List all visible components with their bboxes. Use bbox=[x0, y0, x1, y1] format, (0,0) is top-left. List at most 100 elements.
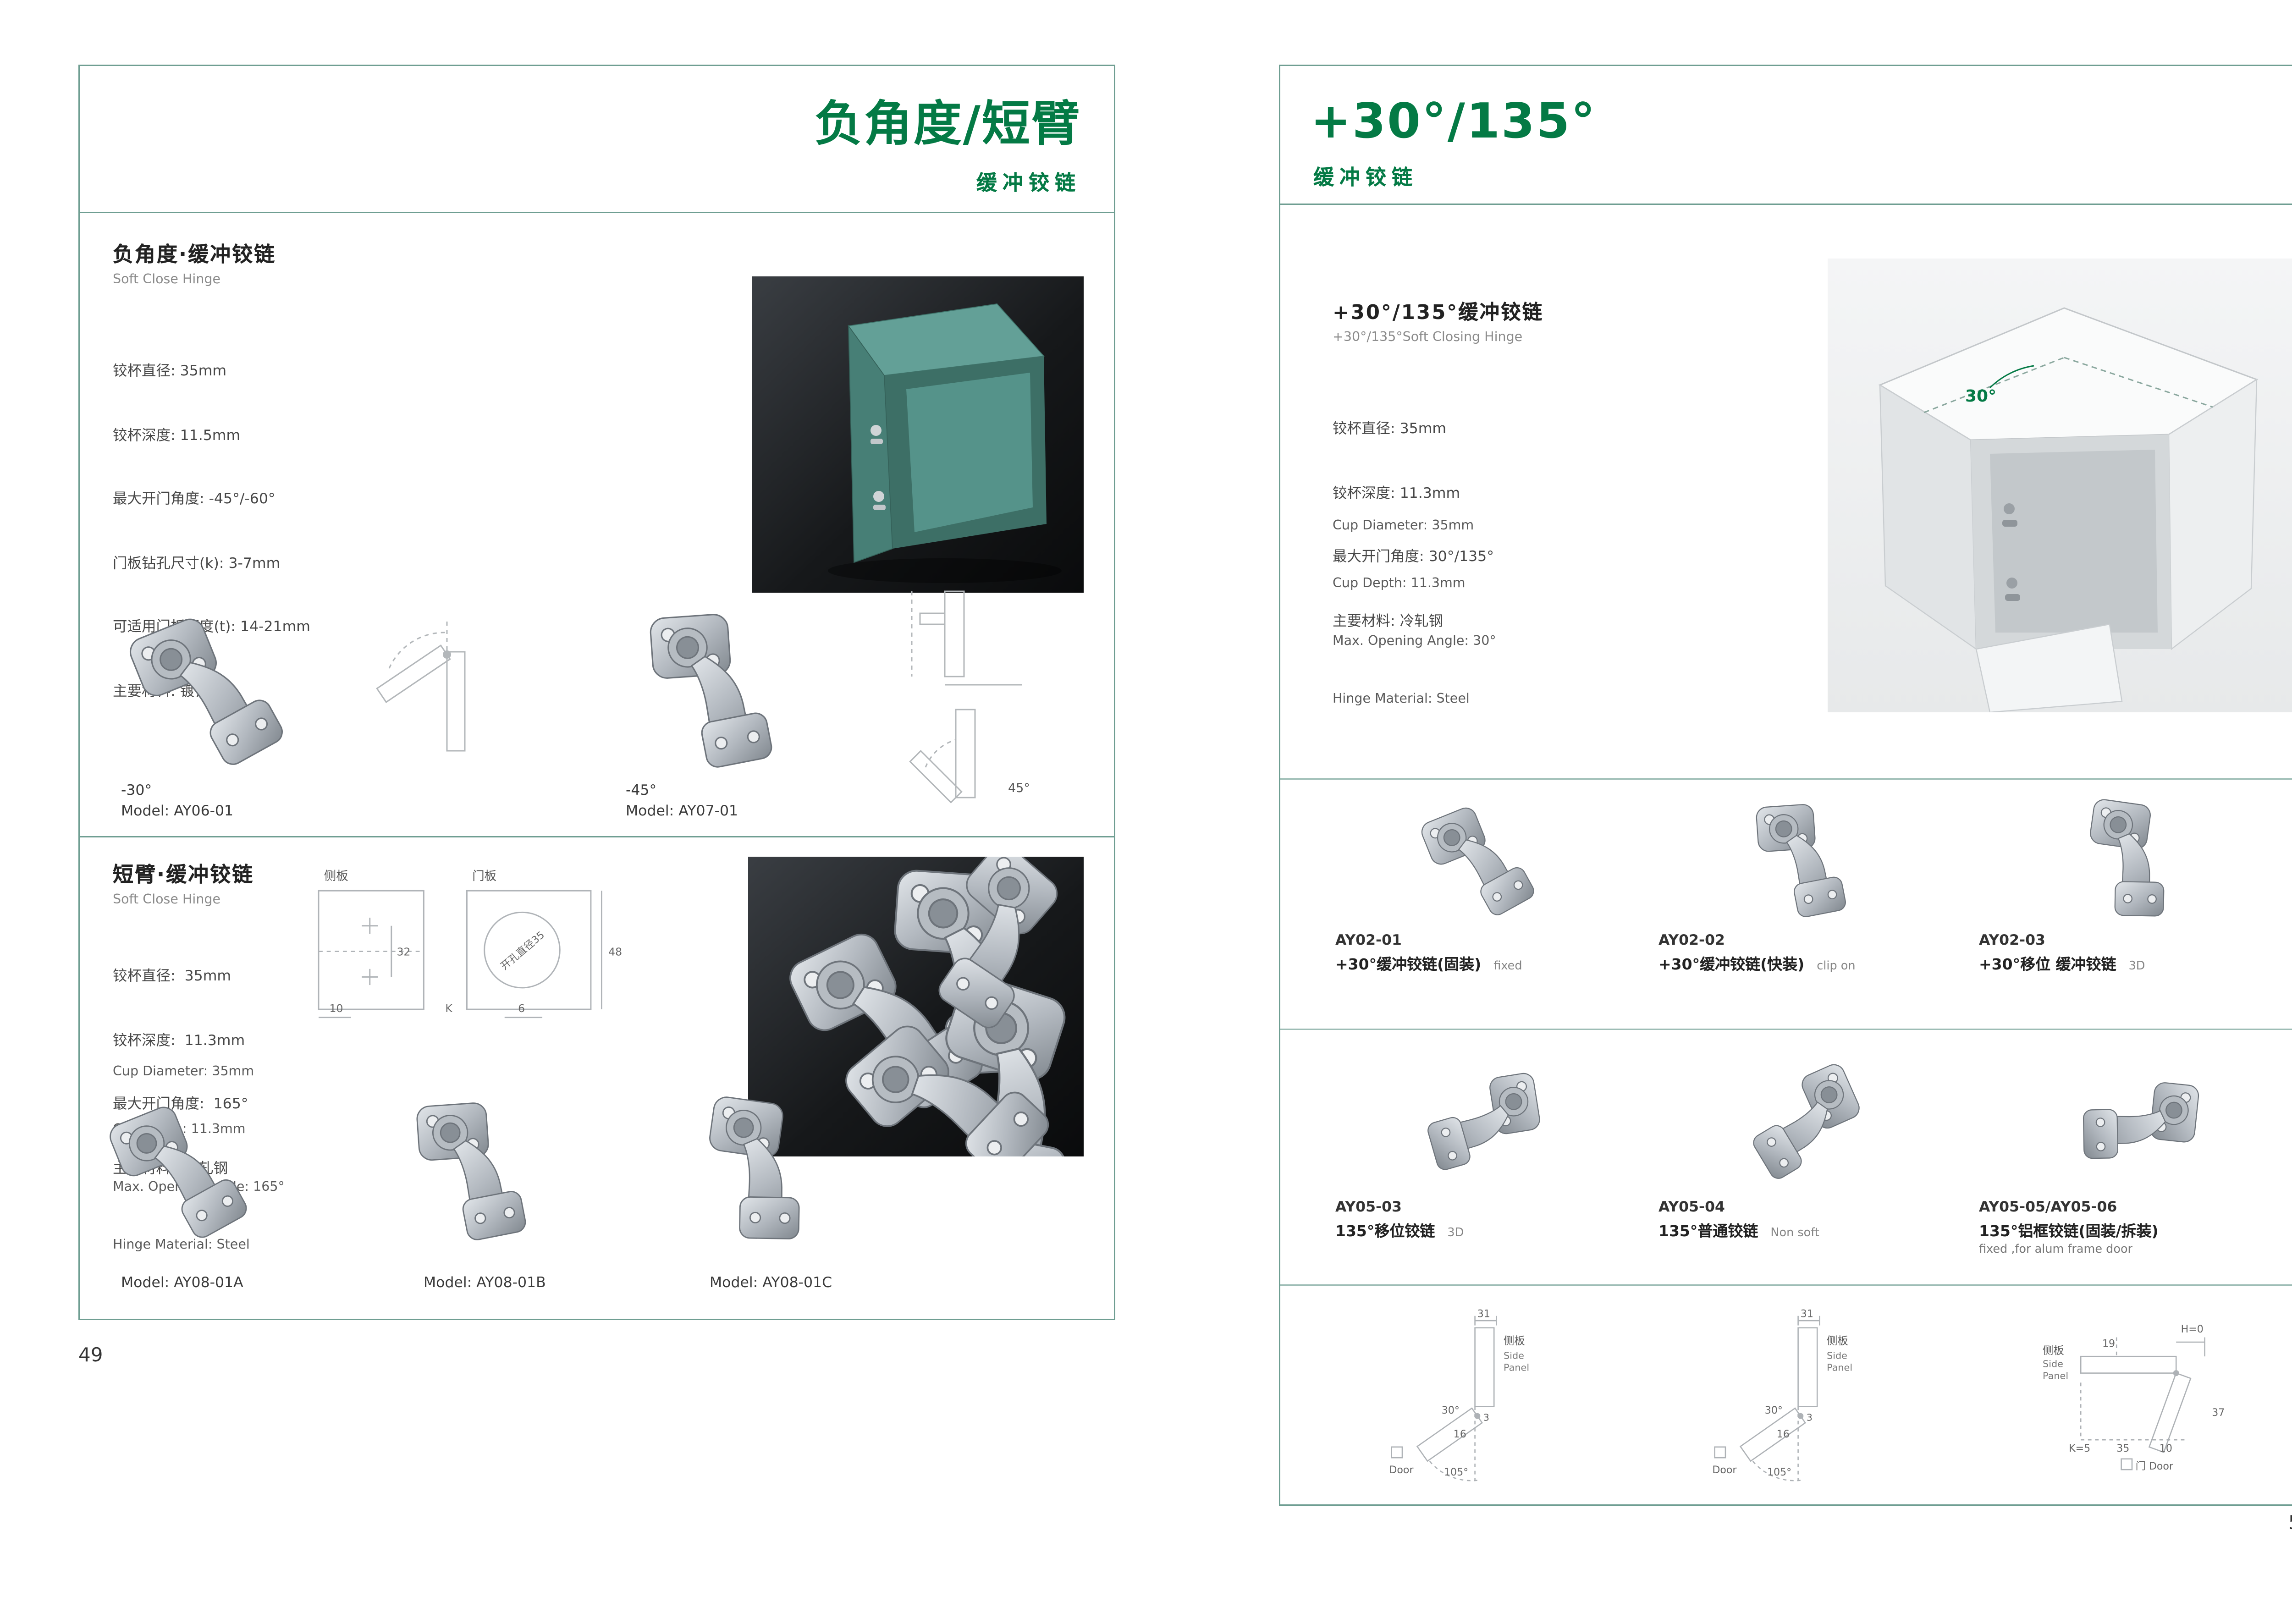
intro-heading: +30°/135°缓冲铰链 +30°/135°Soft Closing Hing… bbox=[1333, 297, 1543, 345]
intro-specs-en: Cup Diameter: 35mm Cup Depth: 11.3mm Max… bbox=[1333, 479, 1496, 748]
spec-line: 最大开门角度: -45°/-60° bbox=[113, 491, 275, 507]
dim-37: 37 bbox=[2212, 1407, 2225, 1419]
side-panel-label: 侧板 bbox=[1827, 1334, 1848, 1347]
dim-3: 3 bbox=[1807, 1412, 1813, 1423]
hinge-photo-ay02-02 bbox=[1658, 798, 1954, 924]
product-tag: clip on bbox=[1817, 960, 1856, 974]
dim-31: 31 bbox=[1801, 1308, 1813, 1320]
spec-line: 铰杯直径: 35mm bbox=[1333, 421, 1447, 437]
product-label-ay07: -45° Model: AY07-01 bbox=[626, 781, 738, 822]
page-subtitle: 缓冲铰链 bbox=[976, 171, 1081, 195]
page-number-50: 50 bbox=[2288, 1513, 2292, 1535]
hinge-photo-ay05-03 bbox=[1335, 1064, 1631, 1191]
hinge-photo-ay02-03 bbox=[1979, 798, 2288, 924]
product-model: AY02-01 bbox=[1335, 932, 1402, 949]
dim-10: 10 bbox=[2160, 1442, 2172, 1454]
hinge-photo-ay08a bbox=[96, 1095, 275, 1249]
product-name-text: 135°普通铰链 bbox=[1658, 1222, 1758, 1240]
dim-31: 31 bbox=[1477, 1308, 1490, 1320]
side-panel-label: 侧板 bbox=[1504, 1334, 1525, 1347]
spec-line: Hinge Material: Steel bbox=[1333, 692, 1470, 707]
dim-105deg: 105° bbox=[1444, 1466, 1468, 1478]
product-name: +30°移位 缓冲铰链 3D bbox=[1979, 953, 2288, 975]
section2-title: 短臂·缓冲铰链 bbox=[113, 862, 254, 887]
product-name-text: +30°移位 缓冲铰链 bbox=[1979, 956, 2116, 974]
dim-48: 48 bbox=[608, 945, 622, 958]
product-model-ay08a: Model: AY08-01A bbox=[121, 1275, 243, 1291]
dim-32: 32 bbox=[397, 945, 411, 958]
side-panel-label: 侧板 bbox=[2043, 1344, 2064, 1357]
product-name-text: 135°铝框铰链(固装/拆装) bbox=[1979, 1222, 2159, 1240]
header-divider bbox=[80, 212, 1114, 213]
dim-3: 3 bbox=[1483, 1412, 1489, 1423]
page-title: +30°/135° bbox=[1311, 95, 1597, 150]
hinge-group-photo bbox=[748, 857, 1084, 1156]
section1-heading: 负角度·缓冲铰链 Soft Close Hinge bbox=[113, 239, 276, 287]
product-model: AY05-05/AY05-06 bbox=[1979, 1199, 2117, 1216]
door-label: 门 Door bbox=[2136, 1460, 2174, 1472]
cabinet-angle-label: 30° bbox=[1965, 387, 1996, 406]
spec-line: Cup Depth: 11.3mm bbox=[1333, 576, 1466, 591]
side-panel-en1: Side bbox=[1827, 1350, 1847, 1361]
dim-35: 35 bbox=[2116, 1442, 2129, 1454]
grid-divider-3 bbox=[1280, 1284, 2292, 1286]
spec-line: Cup Diameter: 35mm bbox=[113, 1064, 254, 1079]
hinge-photo-ay08c bbox=[674, 1095, 853, 1249]
page-49: 负角度/短臂 缓冲铰链 负角度·缓冲铰链 Soft Close Hinge 铰杯… bbox=[78, 65, 1115, 1320]
mounting-diagram-1 bbox=[362, 613, 506, 765]
side-panel-label: 侧板 bbox=[324, 869, 348, 883]
section2-subtitle: Soft Close Hinge bbox=[113, 892, 221, 908]
dim-10: 10 bbox=[330, 1002, 343, 1015]
spec-line: Cup Diameter: 35mm bbox=[1333, 518, 1474, 534]
dim-16: 16 bbox=[1454, 1428, 1466, 1440]
product-tag: 3D bbox=[1447, 1227, 1464, 1240]
side-panel-en1: Side bbox=[1504, 1350, 1524, 1361]
product-model-ay08b: Model: AY08-01B bbox=[424, 1275, 546, 1291]
spec-line: 铰杯直径: 35mm bbox=[113, 968, 231, 985]
install-drawing-3: H=0 19 侧板 Side Panel 37 35 10 K=5 门 Door bbox=[1989, 1306, 2264, 1485]
product-name-text: +30°缓冲铰链(快装) bbox=[1658, 956, 1805, 974]
section-divider bbox=[80, 836, 1114, 837]
section1-subtitle: Soft Close Hinge bbox=[113, 272, 221, 287]
door-label: Door bbox=[1712, 1464, 1737, 1476]
install-drawing-2: 31 侧板 Side Panel 30° 3 16 105° Door bbox=[1665, 1306, 1940, 1485]
product-model: Model: AY07-01 bbox=[626, 803, 738, 820]
intro-title: +30°/135°缓冲铰链 bbox=[1333, 303, 1544, 325]
h-label: H=0 bbox=[2181, 1323, 2204, 1335]
k-label: K=5 bbox=[2069, 1442, 2090, 1454]
dim-6: 6 bbox=[518, 1002, 525, 1015]
spec-line: 主要材料: 冷轧钢 bbox=[1333, 612, 1444, 629]
section2-specs-cn: 铰杯直径: 35mm 铰杯深度: 11.3mm 最大开门角度: 165° 主要材… bbox=[113, 924, 248, 1222]
side-panel-en2: Panel bbox=[1504, 1362, 1529, 1373]
side-panel-en1: Side bbox=[2043, 1359, 2063, 1370]
page-50: +30°/135° 缓冲铰链 +30°/135°缓冲铰链 +30°/135°So… bbox=[1279, 65, 2292, 1506]
hinge-photo-ay06 bbox=[105, 605, 325, 777]
product-cell-ay02-02: AY02-02 +30°缓冲铰链(快装) clip on bbox=[1658, 798, 1954, 975]
spec-line: 门板钻孔尺寸(k): 3-7mm bbox=[113, 555, 281, 572]
side-panel-en2: Panel bbox=[1827, 1362, 1852, 1373]
section1-title: 负角度·缓冲铰链 bbox=[113, 242, 276, 267]
page-subtitle: 缓冲铰链 bbox=[1313, 165, 1418, 190]
product-cell-ay02-01: AY02-01 +30°缓冲铰链(固装)fixed bbox=[1335, 798, 1631, 975]
page-number-49: 49 bbox=[78, 1345, 103, 1367]
hinge-photo-ay08b bbox=[389, 1095, 568, 1249]
product-model: AY02-02 bbox=[1658, 932, 1725, 949]
dim-105deg: 105° bbox=[1767, 1466, 1791, 1478]
intro-subtitle: +30°/135°Soft Closing Hinge bbox=[1333, 330, 1523, 345]
intro-specs-cn: 铰杯直径: 35mm 铰杯深度: 11.3mm 最大开门角度: 30°/135°… bbox=[1333, 377, 1494, 675]
product-model: AY05-03 bbox=[1335, 1199, 1402, 1216]
hinge-photo-ay02-01 bbox=[1335, 798, 1631, 924]
product-tag: fixed bbox=[1493, 960, 1522, 974]
grid-divider-2 bbox=[1280, 1029, 2292, 1030]
spec-line: 铰杯直径: 35mm bbox=[113, 363, 227, 380]
product-tag: 3D bbox=[2128, 960, 2145, 974]
hole-diameter-label: 开孔直径35 bbox=[499, 929, 547, 972]
mounting-diagram-2: 45° bbox=[884, 578, 1063, 828]
spec-line: Max. Opening Angle: 30° bbox=[1333, 634, 1496, 649]
spec-line: 铰杯深度: 11.5mm bbox=[113, 427, 241, 444]
